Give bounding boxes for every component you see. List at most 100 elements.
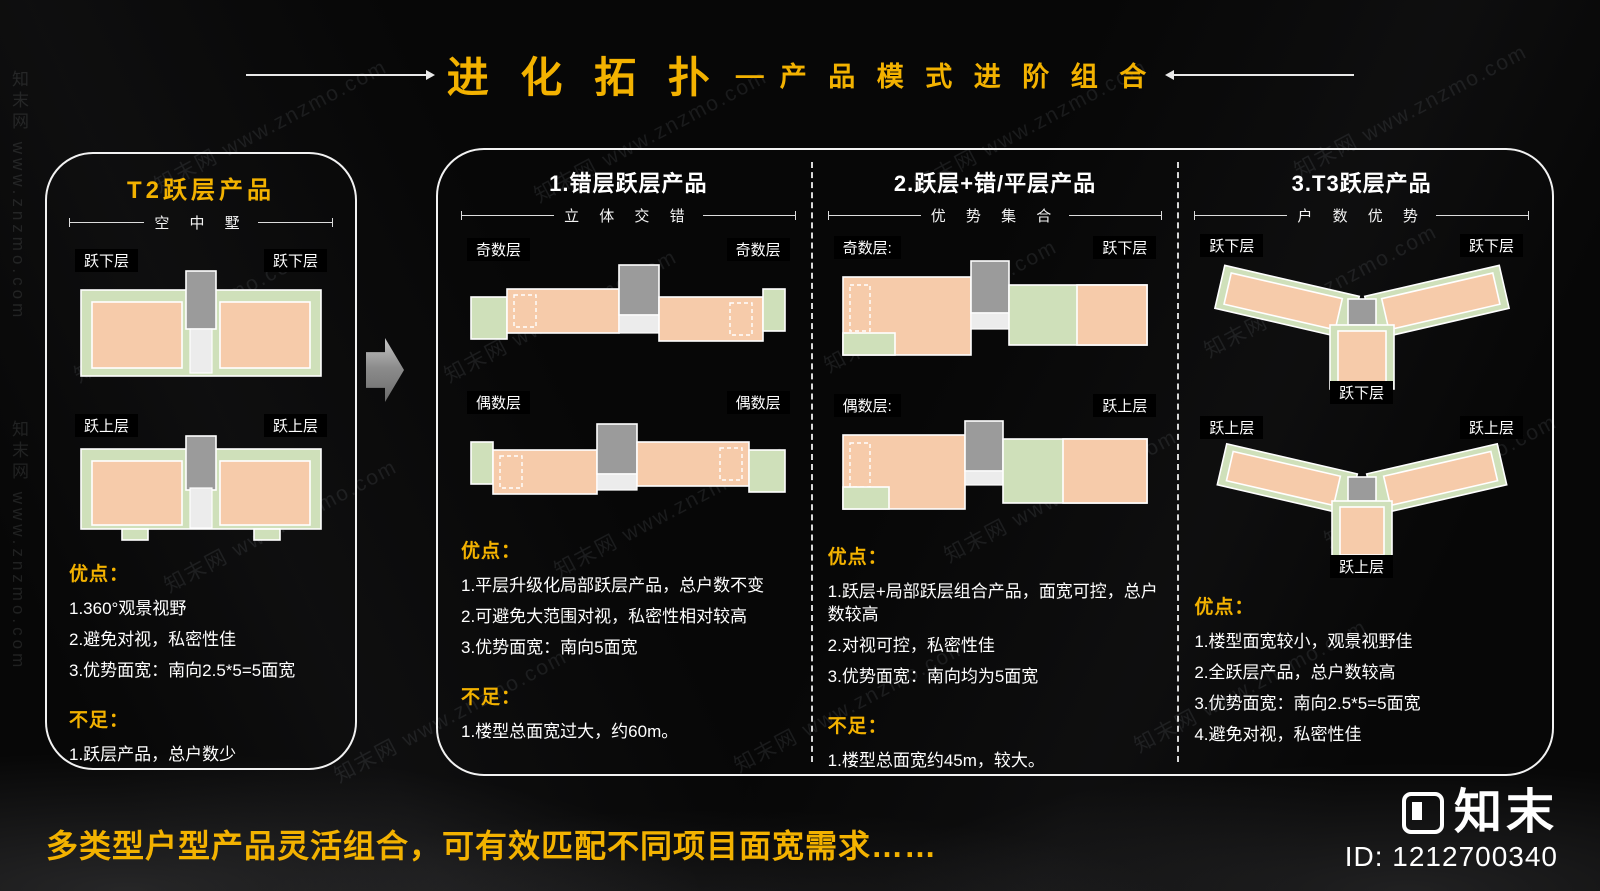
conclusion-text: 多类型户型产品灵活组合，可有效匹配不同项目面宽需求……	[46, 828, 938, 864]
column-subtitle: 优 势 集 合	[827, 205, 1163, 226]
column-duplex-mixed: 2.跃层+错/平层产品 优 势 集 合 奇数层: 跃下层	[810, 162, 1178, 770]
watermark-vertical: 知末网 www.znzmo.com	[9, 70, 28, 322]
floorplan-lower: 跃下层 跃下层 跃下层	[1194, 234, 1529, 404]
znzmo-logo-icon	[1401, 792, 1444, 834]
advantage-item: 3.优势面宽：南向5面宽	[461, 637, 638, 657]
subtitle-rule	[827, 211, 921, 220]
page-header: 进 化 拓 扑 — 产 品 模 式 进 阶 组 合	[0, 44, 1600, 105]
floor-tag: 跃上层	[75, 414, 139, 437]
diagram-labels: 跃下层 跃下层	[69, 249, 333, 272]
floorplan-even: 偶数层: 跃上层	[828, 394, 1163, 528]
shortcoming-list: 1.跃层产品，总户数少	[69, 736, 333, 775]
floorplan-diagram	[1216, 442, 1508, 562]
floor-tag: 跃下层	[1460, 234, 1524, 257]
column-staggered-duplex: 1.错层跃层产品 立 体 交 错 奇数层 奇数层	[446, 162, 811, 762]
floor-tag: 跃上层	[1200, 416, 1264, 439]
title-dash: —	[735, 58, 764, 90]
advantages-heading: 优点：	[69, 564, 130, 585]
brand-logo-row: 知末	[1401, 786, 1558, 839]
advantages-heading: 优点：	[1194, 597, 1255, 618]
floorplan-diagram	[842, 260, 1148, 356]
shortcoming-heading: 不足：	[827, 715, 888, 737]
floor-tag: 跃下层	[263, 249, 327, 272]
panel-product-modes: 1.错层跃层产品 立 体 交 错 奇数层 奇数层	[436, 148, 1554, 776]
subtitle-text: 立 体 交 错	[564, 208, 693, 225]
watermark-vertical: 知末网 www.znzmo.com	[9, 420, 28, 672]
column-title: 2.跃层+错/平层产品	[893, 171, 1097, 196]
column-title: 3.T3跃层产品	[1291, 171, 1432, 196]
panel-t2-product: T2跃层产品 空 中 墅 跃下层 跃下层 跃上层 跃上层	[45, 152, 357, 770]
shortcoming-item: 1.跃层产品，总户数少	[69, 744, 237, 764]
subtitle-rule	[1194, 211, 1288, 220]
subtitle-text: 空 中 墅	[154, 215, 248, 232]
shortcoming-item: 1.楼型总面宽约45m，较大。	[827, 750, 1045, 770]
floorplan-upper: 跃上层 跃上层 跃上层	[1194, 416, 1529, 578]
advantage-item: 3.优势面宽：南向2.5*5=5面宽	[1194, 693, 1421, 713]
title-rule-left	[245, 69, 435, 80]
floorplan-diagram	[470, 264, 787, 342]
floor-tag: 跃上层	[263, 414, 327, 437]
floor-tag: 跃上层	[1460, 416, 1524, 439]
advantage-item: 3.优势面宽：南向2.5*5=5面宽	[69, 660, 296, 680]
diagram-labels: 偶数层: 跃上层	[828, 394, 1163, 417]
floor-tag: 跃下层	[1200, 234, 1264, 257]
page-subtitle: 产 品 模 式 进 阶 组 合	[779, 62, 1154, 92]
advantage-item: 2.避免对视，私密性佳	[69, 629, 237, 649]
advantage-item: 2.全跃层产品，总户数较高	[1194, 662, 1396, 682]
floor-tag: 奇数层:	[833, 236, 901, 259]
advantage-item: 1.楼型面宽较小，观景视野佳	[1194, 632, 1413, 651]
advantage-item: 1.平层升级化局部跃层产品，总户数不变	[461, 576, 765, 595]
subtitle-rule	[461, 211, 555, 220]
panel-subtitle: 空 中 墅	[69, 212, 334, 233]
floorplan-diagram	[842, 420, 1148, 510]
advantage-item: 4.避免对视，私密性佳	[1194, 724, 1362, 744]
floorplan-diagram	[1213, 264, 1510, 390]
brand-name: 知末	[1453, 786, 1558, 839]
shortcoming-heading: 不足：	[461, 686, 522, 708]
advantages-heading: 优点：	[461, 541, 522, 562]
floorplan-diagram	[80, 435, 322, 541]
floorplan-diagram	[470, 423, 787, 495]
shortcoming-item: 1.楼型总面宽过大，约60m。	[461, 721, 679, 741]
subtitle-rule	[69, 218, 145, 227]
diagram-labels: 奇数层 奇数层	[461, 238, 796, 261]
floor-tag: 跃下层	[1330, 381, 1394, 404]
floor-tag: 跃上层	[1093, 394, 1157, 417]
floorplan-upper: 跃上层 跃上层	[69, 414, 333, 545]
floorplan-odd: 奇数层: 跃下层	[828, 236, 1163, 370]
floor-tag: 偶数层	[467, 391, 531, 414]
subtitle-rule	[1435, 211, 1530, 220]
subtitle-text: 户 数 优 势	[1297, 208, 1426, 225]
shortcoming-heading: 不足：	[69, 709, 130, 731]
subtitle-rule	[702, 211, 796, 220]
shortcoming-list: 1.楼型总面宽过大，约60m。	[461, 713, 796, 752]
column-subtitle: 立 体 交 错	[461, 205, 796, 226]
advantages-list: 1.楼型面宽较小，观景视野佳 2.全跃层产品，总户数较高 3.优势面宽：南向2.…	[1194, 623, 1529, 755]
floorplan-diagram	[80, 270, 322, 377]
subtitle-rule	[257, 218, 334, 227]
floor-tag: 跃上层	[1330, 555, 1394, 578]
advantage-item: 1.跃层+局部跃层组合产品，面宽可控，总户数较高	[827, 582, 1158, 624]
diagram-labels: 偶数层 偶数层	[461, 391, 796, 414]
advantage-item: 2.可避免大范围对视，私密性相对较高	[461, 606, 748, 626]
advantages-list: 1.平层升级化局部跃层产品，总户数不变 2.可避免大范围对视，私密性相对较高 3…	[461, 567, 796, 668]
floor-tag: 偶数层	[726, 391, 790, 414]
diagram-labels: 奇数层: 跃下层	[828, 236, 1163, 259]
title-rule-right	[1165, 69, 1355, 80]
advantage-item: 3.优势面宽：南向均为5面宽	[827, 666, 1039, 686]
advantages-heading: 优点：	[827, 547, 888, 568]
subtitle-text: 优 势 集 合	[930, 208, 1060, 225]
floorplan-odd: 奇数层 奇数层	[461, 238, 796, 369]
column-subtitle: 户 数 优 势	[1194, 205, 1530, 226]
floorplan-lower: 跃下层 跃下层	[69, 249, 333, 380]
diagram-labels: 跃上层 跃上层	[1194, 416, 1529, 439]
diagram-labels: 跃下层 跃下层	[1194, 234, 1529, 257]
floorplan-even: 偶数层 偶数层	[461, 391, 796, 522]
floor-tag: 奇数层	[726, 238, 790, 261]
floor-tag: 跃下层	[75, 249, 139, 272]
panel-title: T2跃层产品	[126, 177, 275, 204]
advantages-list: 1.跃层+局部跃层组合产品，面宽可控，总户数较高 2.对视可控，私密性佳 3.优…	[828, 573, 1163, 697]
page-title: 进 化 拓 扑	[446, 54, 720, 101]
floor-tag: 跃下层	[1093, 236, 1157, 259]
